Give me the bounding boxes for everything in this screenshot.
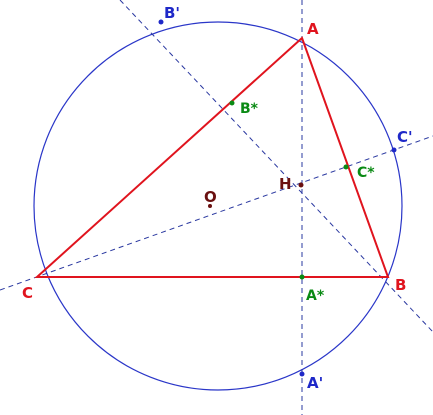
label-c-star: C* [357,165,375,181]
point-b-prime [158,19,164,25]
label-a-prime: A' [307,374,323,392]
label-o: O [204,188,217,206]
point-o [208,204,212,208]
label-a: A [307,20,319,38]
altitude-from-B [119,0,433,333]
point-a-star [299,274,305,280]
circumcircle [33,21,403,391]
point-c-prime [391,147,397,153]
point-c-star [343,164,349,170]
point-a-prime [299,371,305,377]
label-b-prime: B' [164,4,180,22]
point-b-star [229,100,235,106]
label-c-prime: C' [397,128,413,146]
label-b: B [395,276,406,294]
triangle-abc [34,36,390,278]
label-b-star: B* [240,101,259,117]
label-a-star: A* [306,288,325,304]
label-c: C [22,284,33,302]
label-h: H [279,175,292,193]
point-h [298,182,304,188]
altitude-from-C [0,135,433,291]
